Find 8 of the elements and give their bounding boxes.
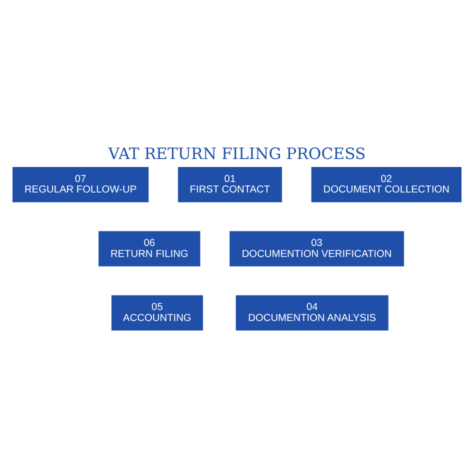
diagram-title: VAT RETURN FILING PROCESS bbox=[108, 144, 366, 163]
node-box: 04 DOCUMENTION ANALYSIS bbox=[235, 294, 390, 332]
node-box: 07 REGULAR FOLLOW-UP bbox=[12, 166, 150, 203]
node-box: 01 FIRST CONTACT bbox=[177, 166, 283, 203]
node-box: 03 DOCUMENTION VERIFICATION bbox=[228, 230, 405, 268]
node-box: 02 DOCUMENT COLLECTION bbox=[310, 166, 462, 203]
node-box: 05 ACCOUNTING bbox=[110, 294, 204, 332]
node-box: 06 RETURN FILING bbox=[98, 230, 202, 268]
